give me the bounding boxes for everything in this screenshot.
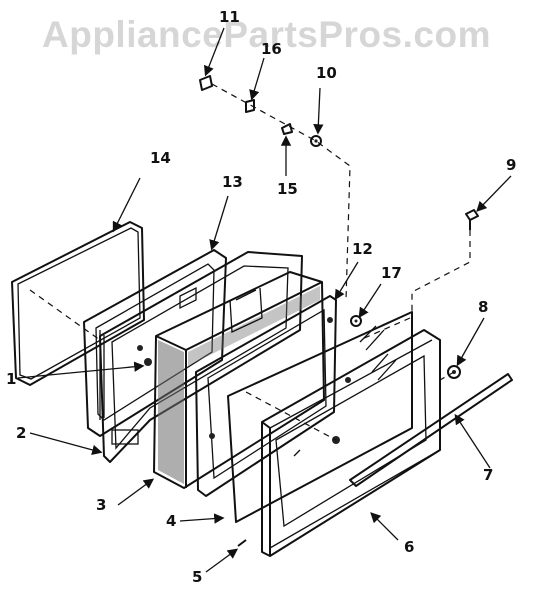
part-2-inner-door-panel: [99, 251, 303, 463]
callout-6: 6: [404, 538, 415, 556]
part-11-screw: [199, 75, 213, 91]
leader-lines: [17, 27, 512, 573]
callout-3: 3: [96, 496, 107, 514]
callout-10: 10: [316, 64, 337, 82]
part-4-inner-glass: [227, 311, 413, 523]
part-17-washer: [350, 315, 362, 327]
callout-9: 9: [506, 156, 517, 174]
callout-13: 13: [222, 173, 243, 191]
callout-11: 11: [219, 8, 240, 26]
part-7-handle: [349, 373, 513, 487]
part-6-outer-door: [261, 329, 441, 557]
callout-15: 15: [277, 180, 298, 198]
part-16-clip: [245, 99, 255, 113]
part-12-glass-frame: [195, 295, 337, 497]
callout-2: 2: [16, 424, 27, 442]
watermark: AppliancePartsPros.com: [42, 14, 491, 55]
part-10-washer: [310, 135, 322, 147]
part-5-screw: [237, 539, 247, 547]
callout-14: 14: [150, 149, 171, 167]
part-14-gasket: [11, 221, 145, 386]
assembly-lines: [29, 83, 471, 441]
part-3-insulation: [153, 271, 325, 489]
part-15-spacer: [281, 123, 293, 135]
callout-16: 16: [261, 40, 282, 58]
callout-5: 5: [192, 568, 203, 586]
callout-4: 4: [166, 512, 177, 530]
callout-8: 8: [478, 298, 489, 316]
callout-12: 12: [352, 240, 373, 258]
callout-17: 17: [381, 264, 402, 282]
callout-1: 1: [6, 370, 17, 388]
callout-7: 7: [483, 466, 494, 484]
part-9-screw: [465, 209, 479, 230]
